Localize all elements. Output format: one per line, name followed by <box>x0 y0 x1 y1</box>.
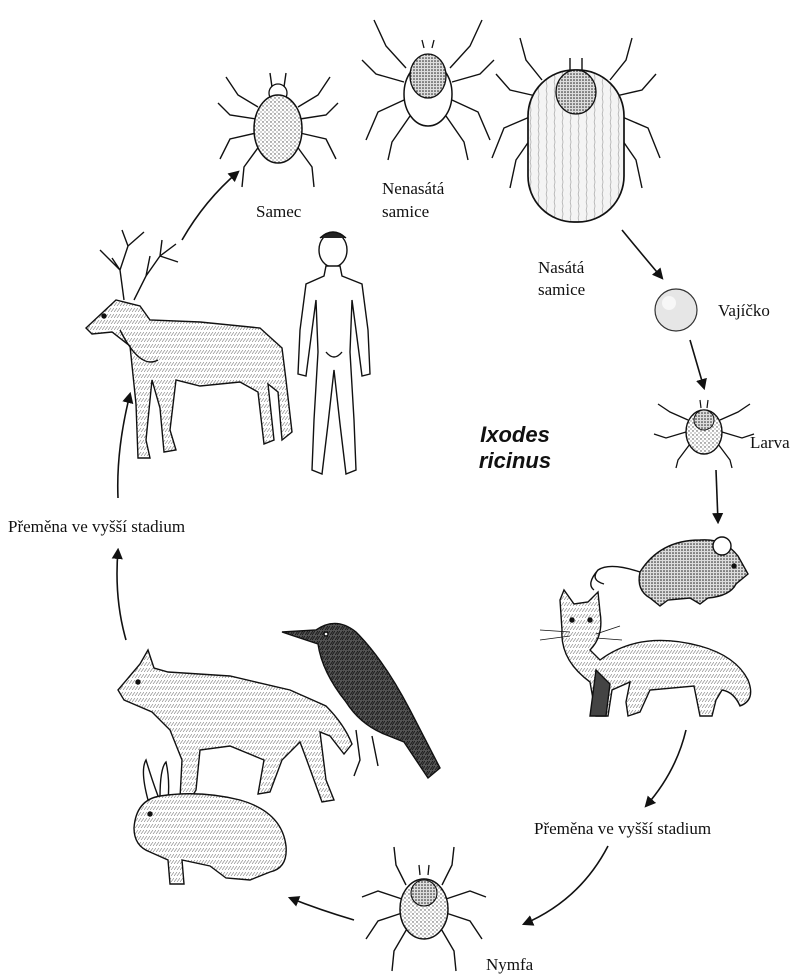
arrow-to-premena-right <box>646 730 686 806</box>
species-title: Ixodes ricinus <box>450 422 580 474</box>
human-icon <box>298 232 370 474</box>
label-nasata-line2: samice <box>538 279 585 301</box>
arrow-to-premena-left <box>117 550 126 640</box>
label-nenasata-line1: Nenasátá <box>382 178 444 200</box>
label-nenasata-line2: samice <box>382 201 429 223</box>
label-nymfa: Nymfa <box>486 954 533 976</box>
larva-tick-icon <box>654 400 754 468</box>
label-premena-right: Přeměna ve vyšší stadium <box>534 818 711 840</box>
arrow-to-hosts <box>716 470 718 522</box>
arrow-to-samec <box>182 172 238 240</box>
unfed-female-tick-icon <box>362 20 494 160</box>
arrow-to-deer <box>118 394 130 498</box>
species-title-line2: ricinus <box>450 448 580 474</box>
label-samec: Samec <box>256 201 301 223</box>
label-nasata-line1: Nasátá <box>538 257 584 279</box>
cat-icon <box>540 590 751 716</box>
label-premena-left: Přeměna ve vyšší stadium <box>8 516 185 538</box>
arrow-to-larva <box>690 340 704 388</box>
fox-icon <box>118 650 352 802</box>
arrow-to-nymfa <box>524 846 608 924</box>
nymph-tick-icon <box>362 847 486 971</box>
label-vajicko: Vajíčko <box>718 300 770 322</box>
mouse-icon <box>591 537 748 606</box>
arrow-to-small-hosts <box>290 898 354 920</box>
species-title-line1: Ixodes <box>450 422 580 448</box>
engorged-female-tick-icon <box>492 38 660 222</box>
egg-icon <box>655 289 697 331</box>
male-tick-icon <box>218 73 338 187</box>
label-larva: Larva <box>750 432 790 454</box>
arrow-to-egg <box>622 230 662 278</box>
deer-icon <box>86 230 292 458</box>
